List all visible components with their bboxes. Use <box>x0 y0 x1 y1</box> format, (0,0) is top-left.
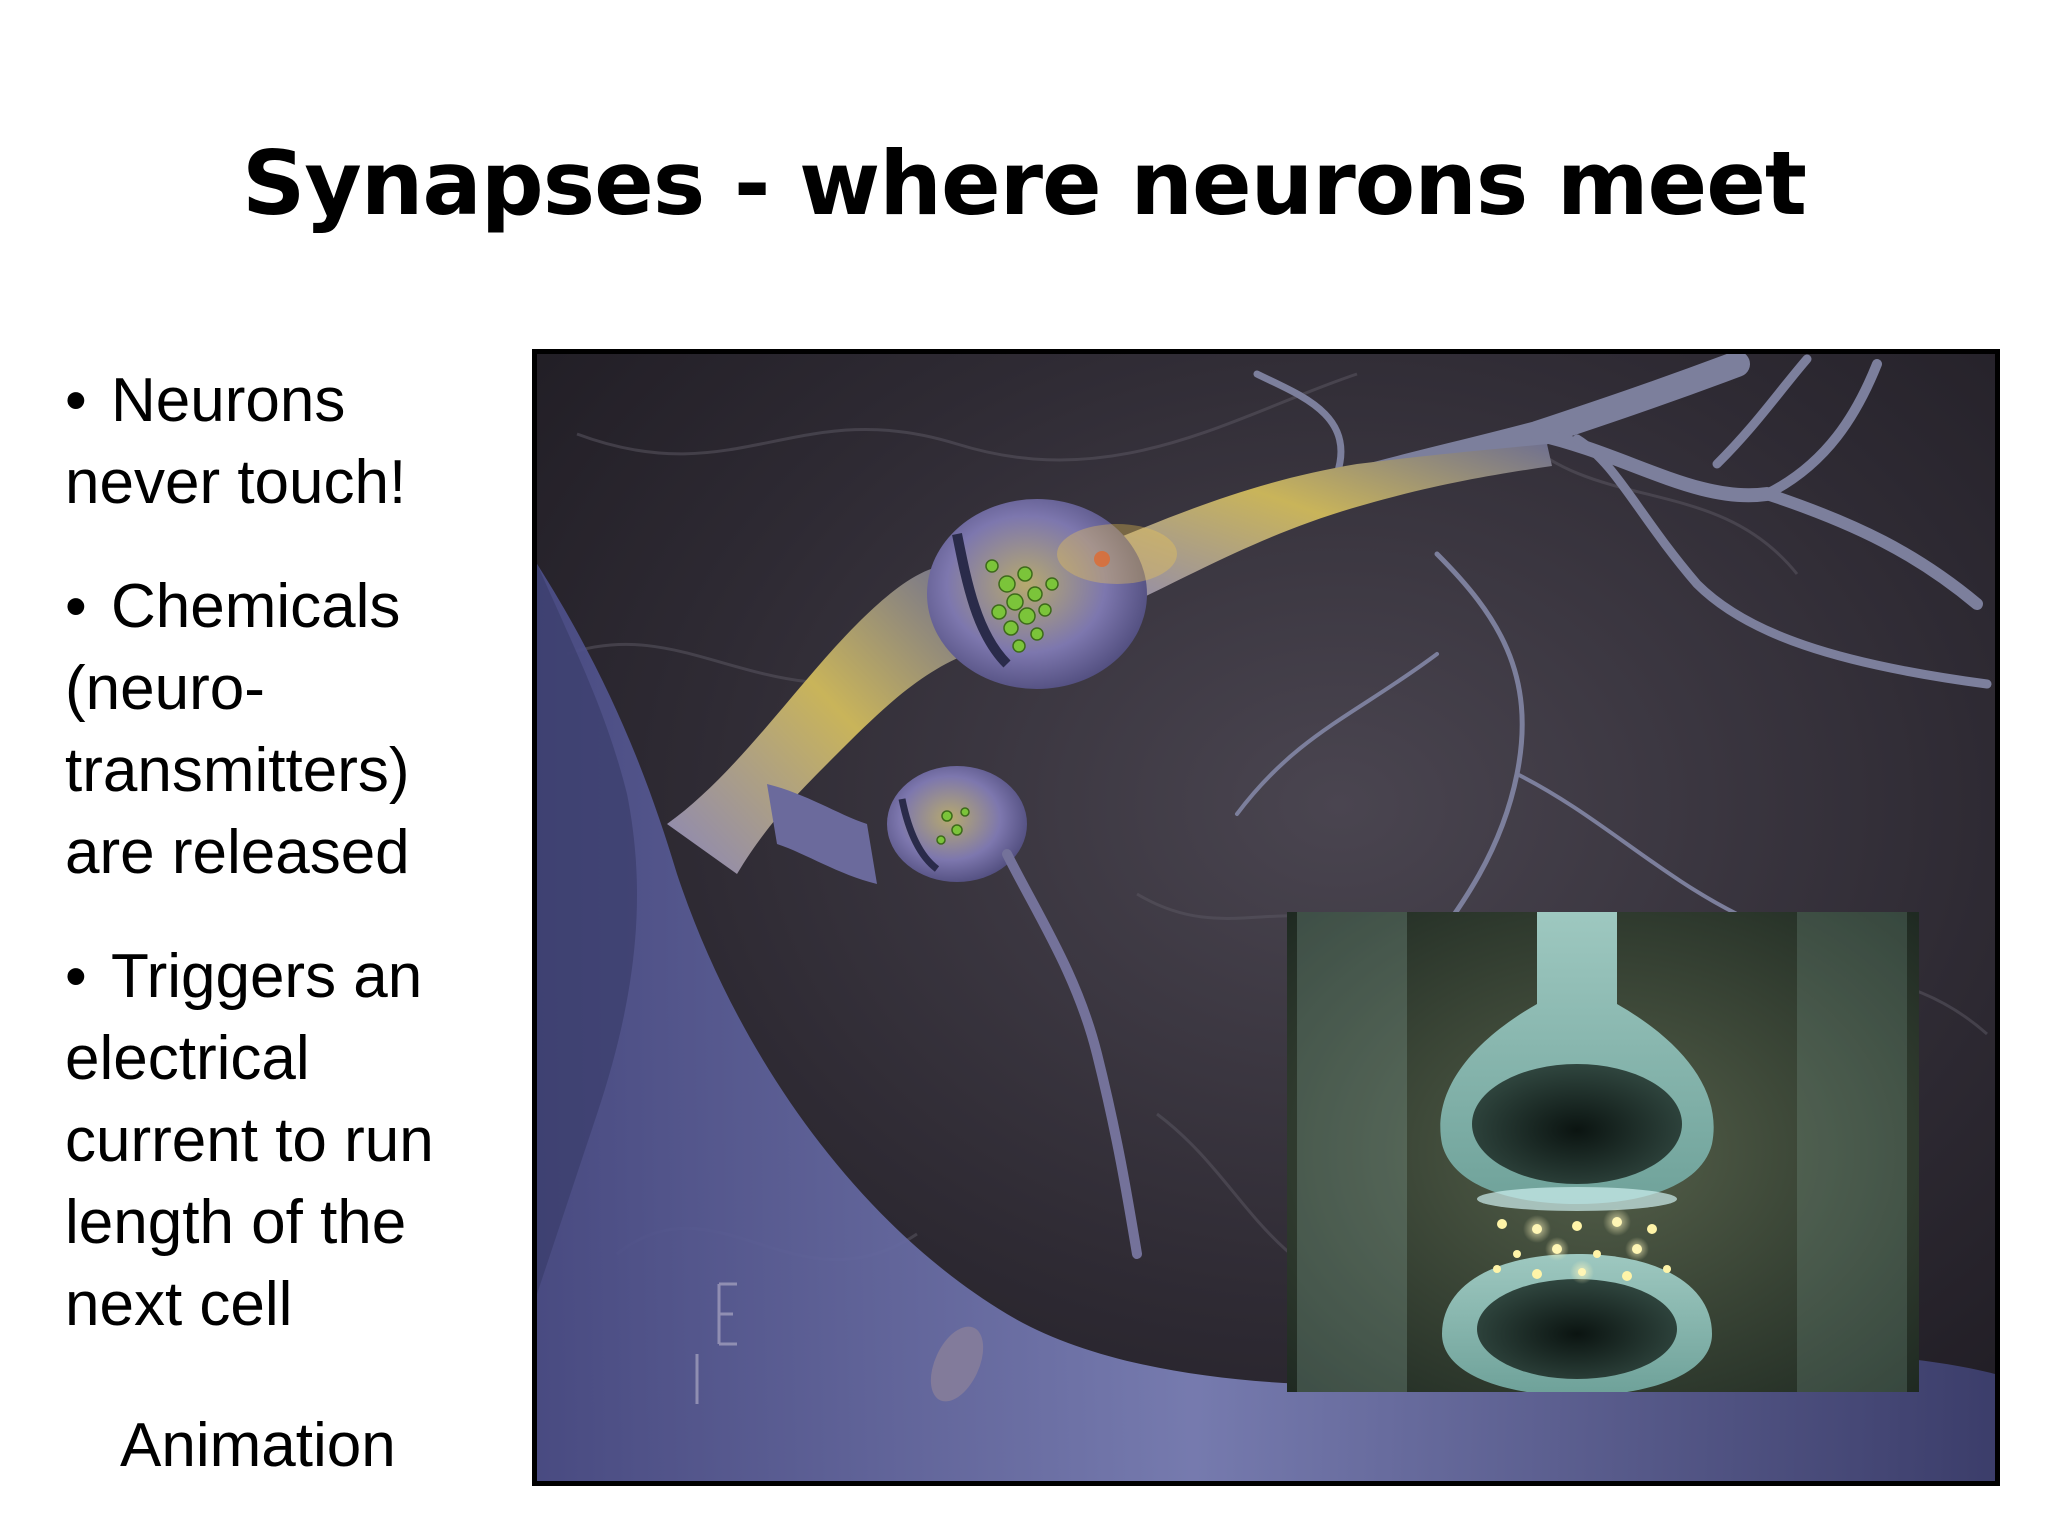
bullet-text: Triggers an electrical current to run le… <box>65 942 434 1339</box>
slide-title: Synapses - where neurons meet <box>242 132 1807 235</box>
bullet-item: •Neurons never touch! <box>65 360 505 524</box>
bullet-item: •Triggers an electrical current to run l… <box>65 936 505 1346</box>
bullet-list: •Neurons never touch! •Chemicals (neuro-… <box>65 360 505 1388</box>
bullet-dot: • <box>65 942 87 1011</box>
animation-link[interactable]: Animation <box>120 1411 396 1480</box>
bullet-dot: • <box>65 572 87 641</box>
neuron-illustration <box>532 349 2000 1486</box>
bullet-dot: • <box>65 366 87 435</box>
bullet-item: •Chemicals (neuro- transmitters) are rel… <box>65 566 505 894</box>
bullet-text: Neurons never touch! <box>65 366 407 517</box>
synapse-artwork <box>537 354 1995 1481</box>
synapse-inset <box>1287 912 1919 1392</box>
bullet-text: Chemicals (neuro- transmitters) are rele… <box>65 572 410 887</box>
